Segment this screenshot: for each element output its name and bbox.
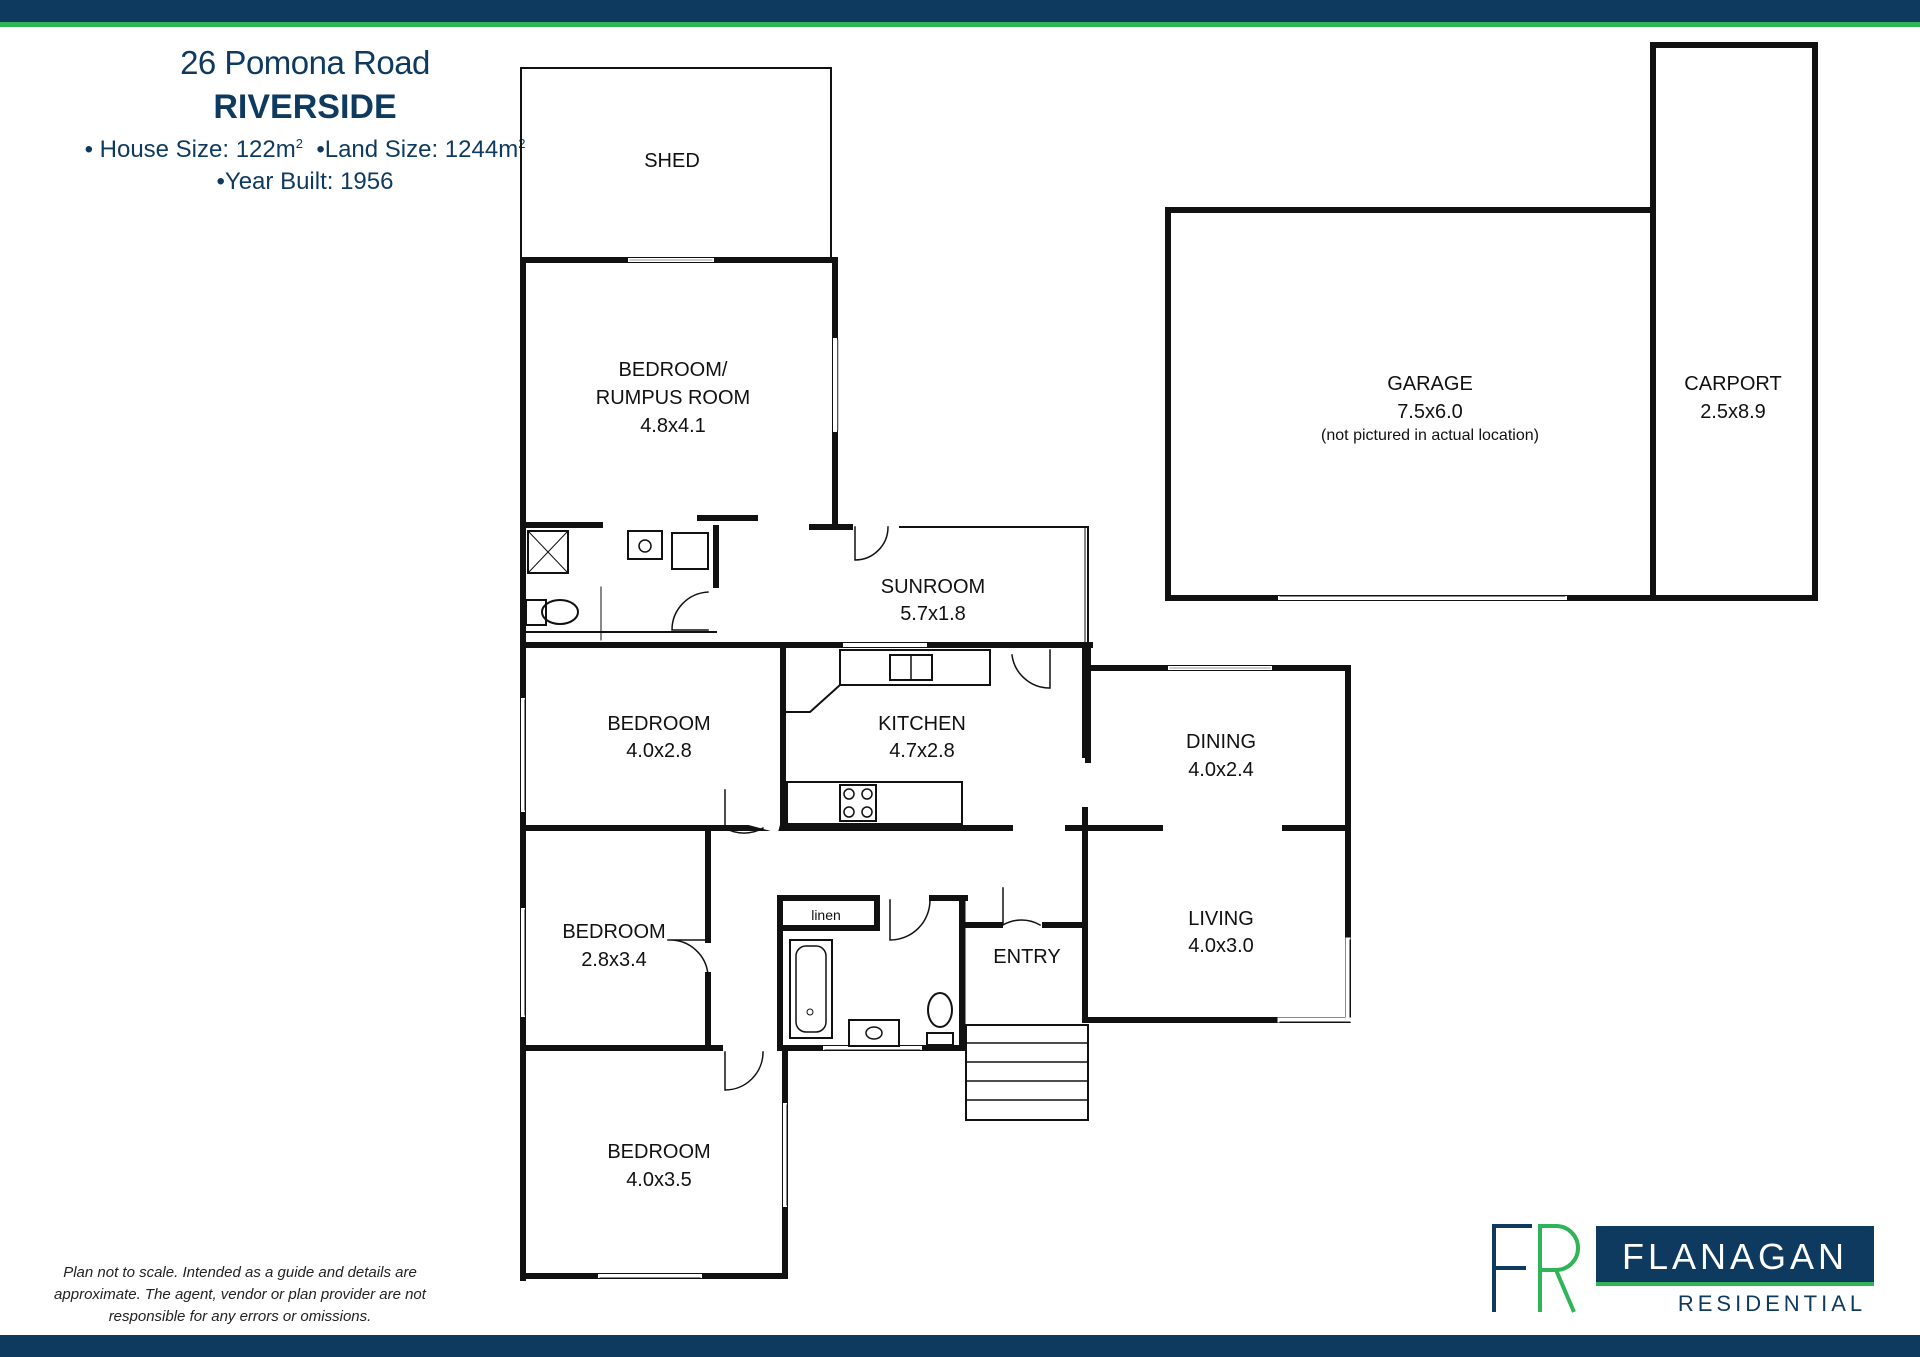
bath-basin	[627, 530, 663, 560]
property-address: 26 Pomona Road	[180, 44, 430, 81]
carport-size: 2.5x8.9	[1700, 401, 1766, 423]
living-size: 4.0x3.0	[1188, 935, 1254, 957]
door-swing	[724, 789, 765, 834]
year-built: •Year Built: 1956	[216, 168, 394, 195]
entry-label: ENTRY	[993, 946, 1060, 968]
door-swing	[1011, 649, 1051, 689]
kitchen-size: 4.7x2.8	[889, 740, 955, 762]
house-size-unit: 2	[295, 136, 303, 151]
rumpus-walls	[520, 257, 838, 528]
rumpus-label-line1: BEDROOM/	[619, 359, 728, 381]
shower	[527, 530, 569, 574]
logo-name: FLANAGAN	[1622, 1236, 1848, 1277]
bedroom2-label: BEDROOM	[562, 921, 665, 943]
shed-label: SHED	[644, 150, 700, 172]
fr-monogram-icon	[1492, 1224, 1580, 1313]
kitchen-bench-top	[839, 649, 991, 686]
door-swing	[1002, 887, 1042, 927]
door-swing	[889, 899, 931, 941]
flanagan-logo: FLANAGAN RESIDENTIAL	[1492, 1224, 1874, 1316]
dining-label: DINING	[1186, 731, 1256, 753]
rumpus-label-line2: RUMPUS ROOM	[596, 387, 750, 409]
house-size: • House Size: 122m	[84, 136, 296, 163]
bottom-brand-bar	[0, 1335, 1920, 1357]
door-swing	[671, 591, 709, 631]
property-suburb: RIVERSIDE	[213, 88, 397, 126]
kitchen-label: KITCHEN	[878, 713, 966, 735]
logo-sub: RESIDENTIAL	[1678, 1291, 1866, 1316]
dining-living-walls	[1085, 665, 1351, 1023]
property-sizes: • House Size: 122m2 •Land Size: 1244m2	[60, 128, 550, 166]
sunroom-windows	[899, 526, 1089, 646]
dining-size: 4.0x2.4	[1188, 759, 1254, 781]
property-header: 26 Pomona Road RIVERSIDE • House Size: 1…	[60, 40, 550, 198]
door-swing	[854, 526, 889, 561]
bedroom1-size: 4.0x2.8	[626, 740, 692, 762]
garage-size: 7.5x6.0	[1397, 401, 1463, 423]
disclaimer-text: Plan not to scale. Intended as a guide a…	[54, 1264, 426, 1325]
bedroom3-size: 4.0x3.5	[626, 1169, 692, 1191]
entry-steps	[965, 1024, 1089, 1121]
kitchen-bench-bottom	[786, 781, 963, 825]
bedroom2-size: 2.8x3.4	[581, 949, 647, 971]
toilet-2	[926, 1032, 954, 1046]
logo-name-box	[1596, 1226, 1874, 1284]
door-swing	[724, 1051, 764, 1091]
linen-label: linen	[811, 907, 841, 923]
sunroom-label: SUNROOM	[881, 576, 985, 598]
carport-outline	[1650, 42, 1818, 601]
cooktop	[839, 784, 877, 822]
bedroom3-label: BEDROOM	[607, 1141, 710, 1163]
bathtub	[789, 939, 833, 1039]
land-size: •Land Size: 1244m	[316, 136, 519, 163]
living-label: LIVING	[1188, 908, 1254, 930]
garage-note: (not pictured in actual location)	[1321, 427, 1539, 444]
bedroom1-label: BEDROOM	[607, 713, 710, 735]
top-accent-line	[0, 22, 1920, 27]
toilet-1	[525, 599, 547, 626]
carport-label: CARPORT	[1684, 373, 1781, 395]
sunroom-size: 5.7x1.8	[900, 603, 966, 625]
door-swing	[667, 939, 709, 976]
linen-walls	[777, 895, 880, 1051]
top-brand-bar	[0, 0, 1920, 22]
rumpus-size: 4.8x4.1	[640, 415, 706, 437]
garage-label: GARAGE	[1387, 373, 1473, 395]
vanity-basin	[848, 1019, 900, 1047]
